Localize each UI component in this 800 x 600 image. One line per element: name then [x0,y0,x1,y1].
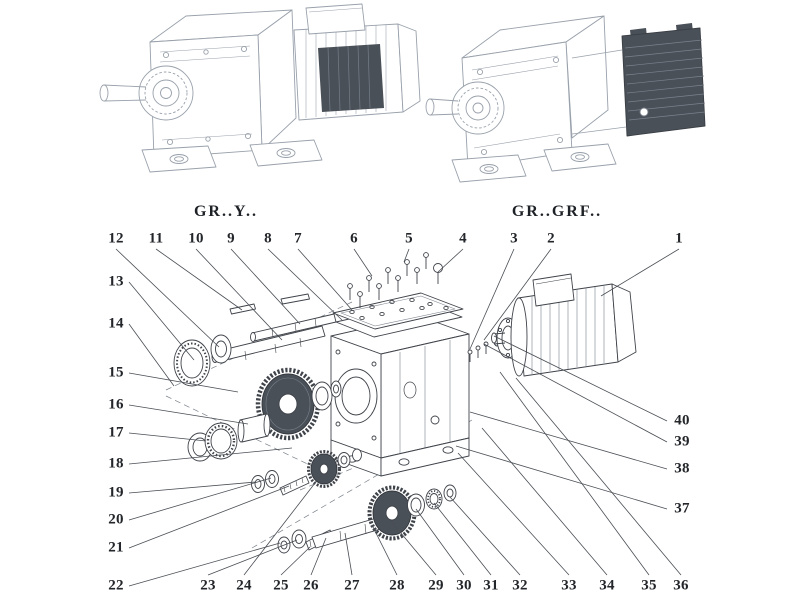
leader-line-20 [128,477,272,521]
leader-line-21 [128,485,290,549]
callout-31: 31 [483,577,499,594]
leader-line-30 [415,508,465,576]
gearmotor-left-drawing [99,3,421,173]
leader-line-31 [433,502,492,576]
leader-line-19 [128,481,257,494]
leader-line-8 [267,248,343,321]
leader-line-2 [483,248,552,341]
callout-10: 10 [188,230,204,247]
callout-29: 29 [428,577,444,594]
leader-line-26 [310,537,327,576]
leader-line-29 [389,519,437,576]
callout-13: 13 [108,273,124,290]
callout-27: 27 [344,577,360,594]
leader-line-24 [243,473,323,576]
leader-line-4 [437,248,464,273]
callout-9: 9 [227,230,235,247]
callout-18: 18 [108,455,124,472]
leader-line-27 [344,532,353,576]
leader-line-32 [449,496,521,576]
leader-line-3 [469,248,515,350]
callout-15: 15 [108,364,124,381]
callout-16: 16 [108,396,124,413]
variant-label-gr-grf: GR..GRF.. [511,203,603,220]
output-shaft-assembly [277,484,457,554]
callout-2: 2 [547,230,555,247]
leader-line-6 [353,248,373,277]
callout-22: 22 [108,577,124,594]
variant-label-gr-y: GR..Y.. [193,203,259,220]
callout-36: 36 [673,577,689,594]
callout-38: 38 [674,460,690,477]
leader-line-39 [483,343,668,443]
callout-40: 40 [674,412,690,429]
callout-24: 24 [236,577,252,594]
motor-assembly [467,273,637,377]
callout-17: 17 [108,424,124,441]
exploded-view-drawing [165,252,637,554]
leader-line-38 [469,411,668,470]
callout-19: 19 [108,484,124,501]
cover-screws [347,252,443,308]
leader-line-9 [230,248,301,325]
callout-32: 32 [512,577,528,594]
leader-line-1 [600,248,680,297]
callout-21: 21 [108,539,124,556]
leader-line-14 [128,323,175,387]
leader-line-28 [371,524,398,576]
leader-line-40 [493,335,668,422]
callout-37: 37 [674,500,690,517]
leader-line-36 [515,377,682,576]
callout-7: 7 [294,230,302,247]
callout-11: 11 [148,230,164,247]
leader-line-17 [128,432,207,442]
leader-line-23 [207,539,298,576]
input-shaft-parts [173,293,337,387]
large-gear [255,367,342,441]
leader-line-18 [128,447,293,465]
leader-line-37 [455,445,668,510]
callout-39: 39 [674,433,690,450]
callout-1: 1 [675,230,683,247]
leader-line-5 [403,248,410,263]
callout-26: 26 [303,577,319,594]
leader-line-13 [128,281,195,361]
callout-25: 25 [273,577,289,594]
leader-line-16 [128,404,249,425]
callout-33: 33 [561,577,577,594]
leader-line-15 [128,372,239,393]
leader-line-10 [195,248,283,341]
callout-35: 35 [641,577,657,594]
leader-line-12 [115,248,220,348]
housing [330,315,470,477]
pinion-cluster [251,448,362,496]
top-cover [332,292,464,338]
callout-3: 3 [510,230,518,247]
callout-30: 30 [456,577,472,594]
leader-line-22 [128,542,281,587]
callout-14: 14 [108,315,124,332]
leader-line-7 [297,248,353,311]
bearings [187,413,271,462]
leader-line-34 [481,427,608,576]
leader-line-25 [280,546,311,576]
callout-5: 5 [405,230,413,247]
leader-line-33 [457,452,570,576]
callout-28: 28 [389,577,405,594]
callout-12: 12 [108,230,124,247]
callout-34: 34 [599,577,615,594]
leader-line-11 [155,248,243,311]
callout-8: 8 [264,230,272,247]
callout-23: 23 [200,577,216,594]
leader-line-35 [499,371,650,576]
callout-20: 20 [108,511,124,528]
callout-4: 4 [459,230,467,247]
leader-lines [115,248,682,587]
gearmotor-right-drawing [425,15,706,183]
callout-6: 6 [350,230,358,247]
